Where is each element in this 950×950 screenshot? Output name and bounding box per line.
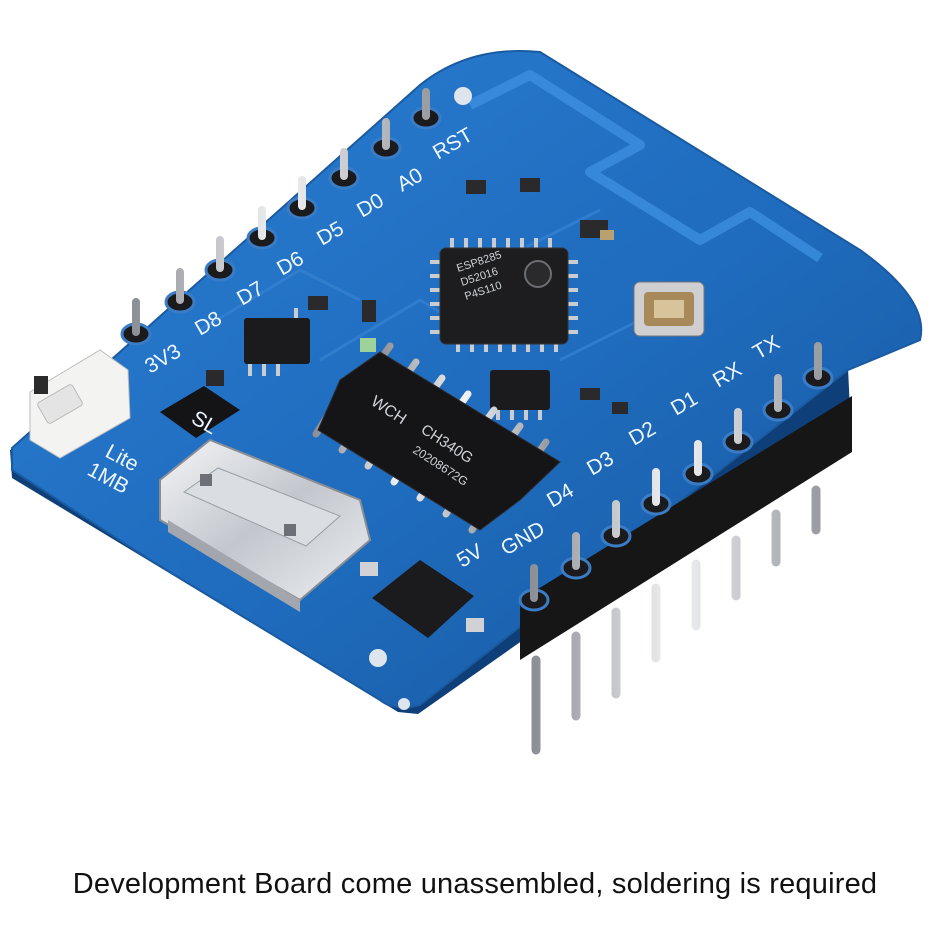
- ch340g-chip: WCH CH340G 20208672G: [312, 342, 561, 534]
- caption-text: Development Board come unassembled, sold…: [72, 868, 878, 900]
- small-ic: [490, 370, 550, 420]
- diode-chip: [360, 560, 484, 638]
- mounting-hole: [398, 698, 410, 710]
- reset-button: [29, 349, 131, 459]
- esp8285-chip: ESP8285 D52016 P4S110: [430, 238, 578, 352]
- antenna-trace: [467, 70, 823, 263]
- smd-components: [206, 178, 628, 414]
- regulator-chip: [244, 308, 310, 376]
- product-photo: ESP8285 D52016 P4S110 WCH CH340G 2020867: [10, 49, 923, 755]
- mounting-hole: [369, 649, 387, 667]
- mounting-hole: [454, 87, 472, 105]
- pcb-board: [10, 49, 923, 714]
- espressif-logo: [524, 260, 552, 288]
- bottom-pin-header: [520, 396, 852, 755]
- crystal-oscillator: [633, 281, 705, 337]
- micro-usb-port: [159, 438, 372, 612]
- top-pin-row-left: [120, 88, 442, 346]
- pcb-top: [11, 49, 923, 709]
- top-pin-row-right: [518, 342, 834, 612]
